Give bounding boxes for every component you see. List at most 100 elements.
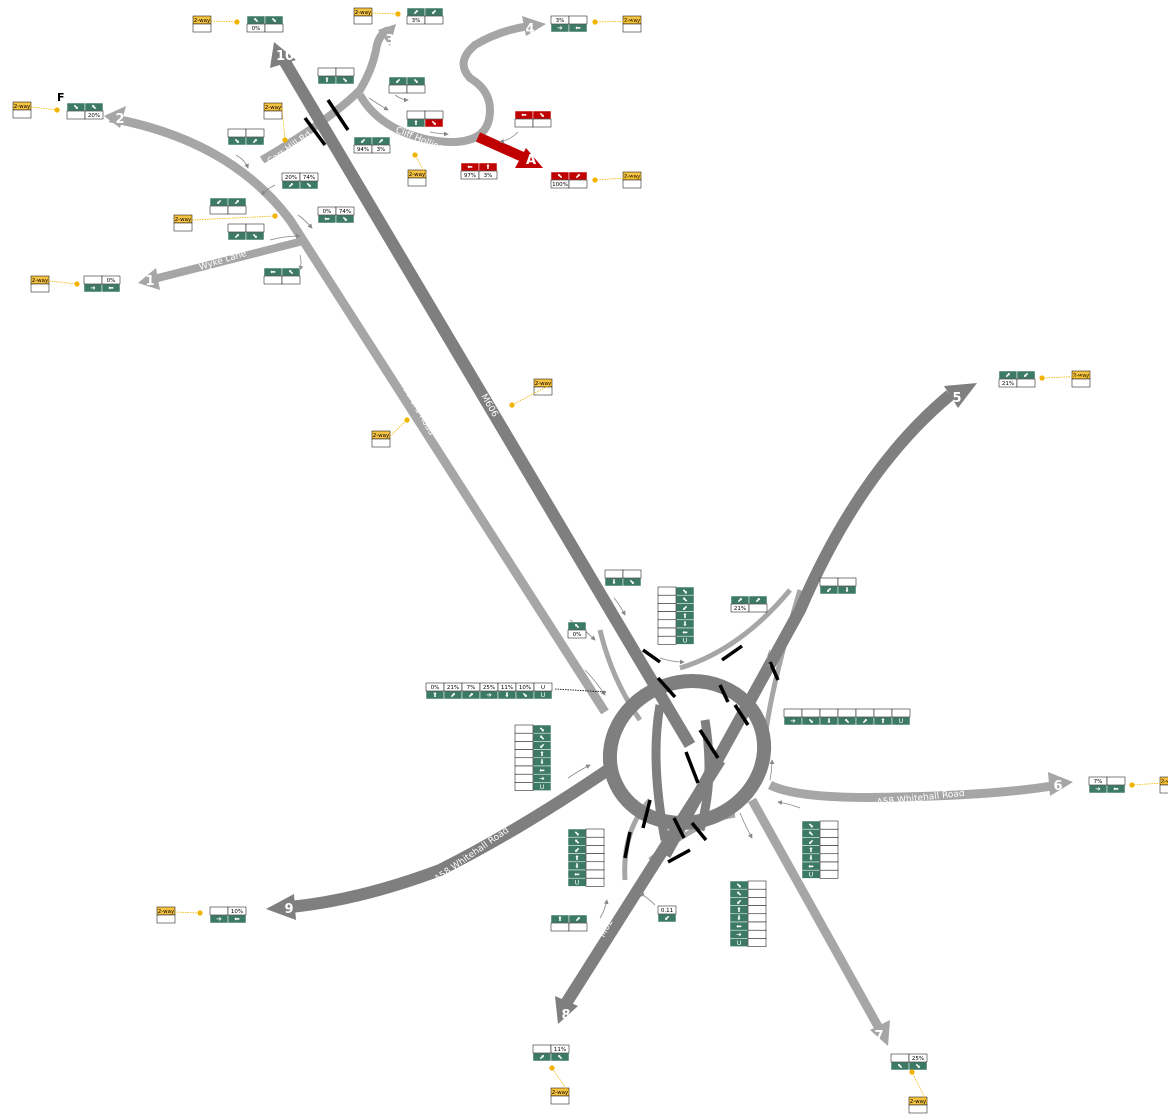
exit-a: A bbox=[526, 153, 536, 168]
arrow-glyph: ⬈ bbox=[575, 172, 580, 180]
two-way-tag: 2-way bbox=[173, 213, 278, 232]
arrow-glyph: ⬆ bbox=[539, 750, 544, 758]
exit-9: 9 bbox=[284, 902, 293, 917]
two-way-tag: 2-way bbox=[1129, 776, 1168, 794]
tag-dot bbox=[592, 177, 598, 183]
road-label-m606: M606 bbox=[478, 393, 499, 420]
tag-label: 2-way bbox=[409, 172, 426, 178]
panel-exit-5: ⬈21%⬋ bbox=[998, 370, 1036, 388]
road-label-a58-east: A58 Whitehall Road bbox=[876, 789, 965, 808]
road-m606 bbox=[270, 42, 696, 749]
arrow-glyph: ⬉ bbox=[539, 734, 544, 742]
value-cell bbox=[908, 1053, 928, 1063]
value-cell bbox=[585, 828, 605, 838]
value-cell bbox=[101, 275, 121, 285]
panel-exit-1: ➔⬅0% bbox=[83, 275, 121, 293]
arrow-glyph: ⬈ bbox=[234, 232, 239, 240]
arrow-glyph: ⬋ bbox=[1023, 371, 1028, 379]
value-cell bbox=[891, 708, 911, 718]
exit-10: 10 bbox=[276, 49, 294, 64]
tag-label: 2-way bbox=[14, 104, 31, 110]
arrow-glyph: ⬈ bbox=[288, 181, 293, 189]
two-way-tag: 2-way bbox=[263, 102, 288, 143]
value-cell bbox=[550, 1044, 570, 1054]
arrow-glyph: ⬊ bbox=[342, 215, 347, 223]
arrow-glyph: U bbox=[683, 637, 688, 645]
tag-dot bbox=[282, 137, 288, 143]
arrow-glyph: ⬅ bbox=[108, 284, 114, 292]
road-wyke-lane bbox=[138, 237, 304, 290]
arrow-glyph: ⬊ bbox=[271, 16, 276, 24]
arrow-glyph: ⬈ bbox=[378, 137, 383, 145]
tag-label: 2-way bbox=[355, 10, 372, 16]
arrow-glyph: ⬈ bbox=[539, 1053, 544, 1061]
value-text: 21% bbox=[734, 606, 746, 612]
tag-label: 2-way bbox=[265, 105, 282, 111]
value-text: 25% bbox=[483, 685, 495, 691]
arrow-glyph: ⬋ bbox=[826, 586, 831, 594]
value-text: 0% bbox=[107, 278, 116, 284]
arrow-glyph: ⬆ bbox=[574, 854, 579, 862]
arrow-glyph: ⬋ bbox=[808, 838, 813, 846]
value-cell bbox=[532, 118, 552, 128]
value-text: 25% bbox=[912, 1056, 924, 1062]
tag-dot bbox=[404, 417, 410, 423]
arrow-glyph: ⬈ bbox=[413, 8, 418, 16]
value-cell bbox=[245, 128, 265, 138]
arrow-glyph: ⬅ bbox=[521, 111, 527, 119]
exit-1: 1 bbox=[145, 274, 154, 289]
value-cell bbox=[424, 15, 444, 25]
value-text: 11% bbox=[554, 1047, 566, 1053]
arrow-glyph: ⬇ bbox=[611, 578, 616, 586]
value-cell bbox=[819, 577, 839, 587]
two-way-tag: 2-way bbox=[353, 7, 401, 25]
two-way-tag: 2-way bbox=[592, 15, 642, 33]
value-cell bbox=[819, 708, 839, 718]
arrow-glyph: ⬋ bbox=[736, 898, 741, 906]
value-cell bbox=[209, 906, 229, 916]
panel-east-row: ➔⬊⬇⬉⬈⬆U bbox=[783, 708, 911, 726]
panel-m62-slip: ⬈21%⬈ bbox=[730, 595, 768, 613]
panel-m62s-small: ⬆⬈ bbox=[550, 914, 588, 932]
road-cliff-hollins bbox=[356, 16, 546, 146]
value-cell bbox=[622, 569, 642, 579]
value-text: 3% bbox=[556, 18, 565, 24]
value-text: 21% bbox=[447, 685, 459, 691]
arrow-glyph: ➔ bbox=[736, 931, 742, 939]
value-cell bbox=[263, 275, 283, 285]
value-text: 0% bbox=[252, 26, 261, 32]
road-bradford-road bbox=[104, 106, 609, 715]
two-way-tag: 2-way bbox=[509, 378, 553, 408]
arrow-glyph: ⬉ bbox=[897, 1062, 902, 1070]
exit-8: 8 bbox=[561, 1008, 570, 1023]
panel-exit-6: ➔7%⬅ bbox=[1088, 776, 1126, 794]
value-text: 3% bbox=[377, 147, 386, 153]
arrow-glyph: ⬆ bbox=[682, 612, 687, 620]
arrow-glyph: ⬆ bbox=[808, 846, 813, 854]
arrow-glyph: ⬊ bbox=[539, 725, 544, 733]
arrow-glyph: ⬊ bbox=[431, 119, 436, 127]
value-cell bbox=[514, 732, 534, 742]
arrow-glyph: ➔ bbox=[216, 915, 222, 923]
panel-exit-7: ⬉ ⬊25% bbox=[890, 1053, 928, 1071]
value-cell bbox=[801, 708, 821, 718]
panel-exit-3: ⬈3%⬋ bbox=[406, 7, 444, 25]
value-text: 0% bbox=[323, 209, 332, 215]
arrow-glyph: ⬅ bbox=[234, 915, 240, 923]
arrow-glyph: ⬊ bbox=[342, 76, 347, 84]
tag-dot bbox=[592, 19, 598, 25]
arrow-glyph: ⬊ bbox=[915, 1062, 920, 1070]
value-cell bbox=[66, 110, 86, 120]
panel-mill-carr-left: ⬊⬈ bbox=[227, 128, 265, 146]
exit-4: 4 bbox=[525, 22, 534, 37]
arrow-glyph: ⬅ bbox=[1113, 785, 1119, 793]
arrow-glyph: U bbox=[899, 717, 904, 725]
value-cell bbox=[657, 611, 677, 621]
value-cell bbox=[1106, 776, 1126, 786]
value-text: 74% bbox=[339, 209, 351, 215]
value-cell bbox=[748, 603, 768, 613]
value-cell bbox=[585, 836, 605, 846]
road-m62-northeast bbox=[659, 383, 977, 858]
arrow-glyph: ➔ bbox=[486, 691, 492, 699]
arrow-glyph: ⬆ bbox=[413, 119, 418, 127]
